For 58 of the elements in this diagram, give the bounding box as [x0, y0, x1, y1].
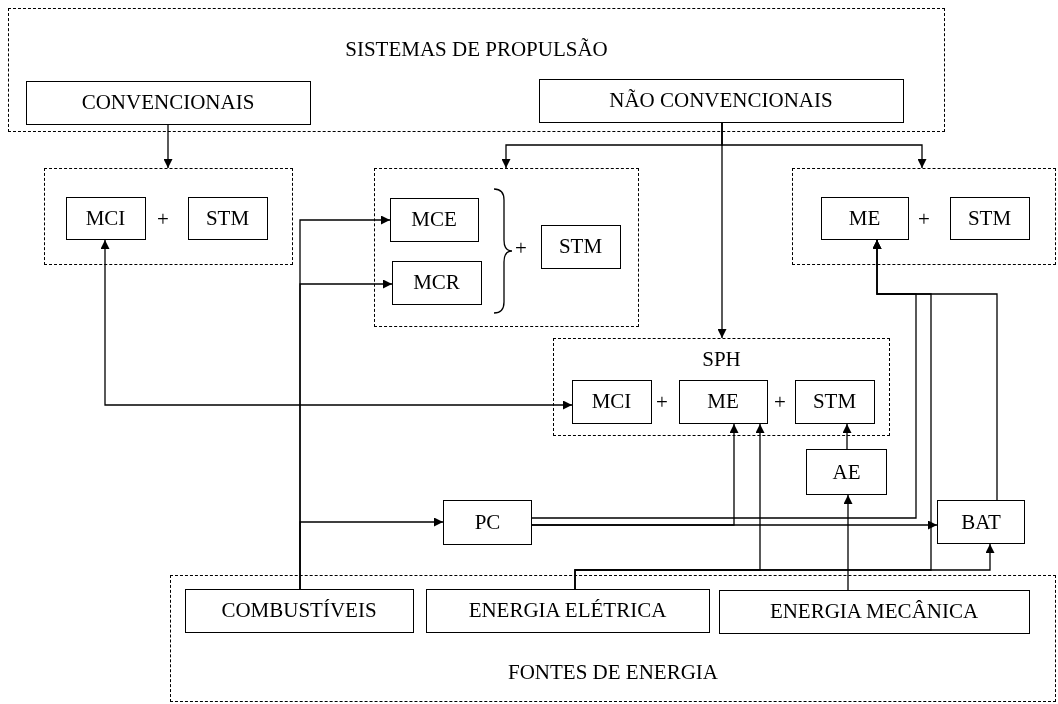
dashed-group-box	[553, 338, 890, 436]
block-box	[571, 379, 652, 424]
plus-sign: +	[515, 236, 527, 261]
block-box	[794, 379, 875, 424]
block-label: AE	[832, 459, 861, 485]
dashed-group-box	[8, 8, 945, 132]
block-label: STM	[205, 205, 250, 231]
block-box	[25, 80, 311, 125]
block-label: CONVENCIONAIS	[81, 90, 255, 115]
arrow	[872, 239, 998, 501]
plus-sign: +	[918, 207, 930, 232]
arrow	[843, 494, 853, 591]
dashed-group-box	[792, 168, 1056, 265]
block-box	[538, 78, 904, 123]
block-label: ENERGIA MECÂNICA	[769, 599, 979, 624]
block-label: MCE	[411, 207, 457, 232]
block-label: MCI	[591, 389, 632, 414]
arrow	[717, 122, 727, 339]
arrow	[299, 517, 444, 590]
block-label: BAT	[961, 509, 1001, 535]
block-label: STM	[967, 205, 1012, 231]
block-label: COMBUSTÍVEIS	[221, 598, 377, 623]
block-box	[391, 260, 482, 305]
block-box	[806, 449, 887, 495]
plus-sign: +	[656, 390, 668, 415]
dashed-group-box	[374, 168, 639, 327]
group-title: SISTEMAS DE PROPULSÃO	[345, 37, 608, 62]
arrow	[163, 124, 173, 169]
block-box	[937, 500, 1025, 544]
block-box	[425, 588, 710, 633]
block-box	[540, 224, 621, 269]
block-label: STM	[812, 389, 857, 414]
group-title: SPH	[702, 347, 741, 372]
block-label: MCI	[85, 205, 126, 231]
block-label: NÃO CONVENCIONAIS	[609, 88, 833, 113]
block-label: MCR	[413, 270, 460, 295]
arrow	[100, 239, 573, 410]
dashed-group-box	[44, 168, 293, 265]
group-title: FONTES DE ENERGIA	[508, 660, 718, 685]
arrow	[842, 423, 852, 450]
block-box	[718, 589, 1030, 634]
block-label: ME	[707, 389, 739, 414]
block-box	[187, 196, 268, 240]
block-label: STM	[558, 234, 603, 259]
dashed-group-box	[170, 575, 1056, 702]
block-label: ENERGIA ELÉTRICA	[468, 598, 667, 623]
plus-sign: +	[157, 207, 169, 232]
block-label: PC	[474, 510, 501, 535]
block-box	[184, 588, 414, 633]
arrow	[531, 520, 938, 530]
plus-sign: +	[774, 390, 786, 415]
block-box	[65, 196, 146, 240]
block-box	[389, 197, 479, 242]
block-box	[949, 196, 1030, 240]
block-label: ME	[848, 205, 881, 231]
block-box	[820, 196, 909, 240]
block-box	[443, 500, 532, 545]
block-box	[678, 379, 768, 424]
